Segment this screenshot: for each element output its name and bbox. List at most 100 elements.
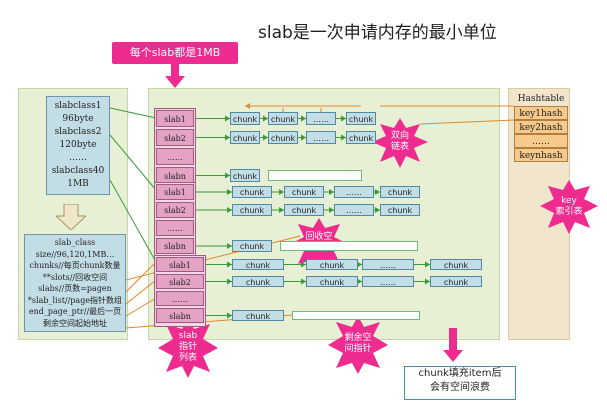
hashtable-key: key1hash: [514, 106, 568, 120]
burst-slab-ptr: [158, 318, 218, 378]
slab-page: slab2: [156, 274, 204, 289]
slab-class-field: *slab_list//page指针数组: [27, 295, 123, 305]
arrow-head: [227, 207, 232, 213]
slab-page: slabn: [156, 308, 204, 323]
chunk-block: ……: [334, 204, 374, 216]
arrow-head: [279, 189, 284, 195]
slabclass-list-item: slabclass1: [54, 101, 102, 111]
free-space-bar: [280, 241, 418, 251]
hashtable-key: ……: [514, 134, 568, 148]
chunk-block: chunk: [232, 276, 284, 287]
slab-list-pointer: [125, 279, 157, 305]
arrow-head: [375, 189, 380, 195]
arrow-head: [263, 115, 268, 122]
chunk-block: chunk: [346, 131, 376, 144]
arrow-head: [301, 134, 306, 141]
page-title: slab是一次申请内存的最小单位: [258, 23, 497, 43]
arrow-head: [245, 103, 250, 109]
arrow-head: [357, 278, 362, 285]
class-to-slab-link: [109, 134, 157, 191]
slots-pointer: [125, 235, 301, 281]
chunk-block: chunk: [230, 169, 260, 182]
arrow-head: [341, 134, 346, 141]
chunk-block: chunk: [430, 276, 482, 287]
chunk-block: ……: [334, 186, 374, 198]
chunk-block: chunk: [306, 276, 358, 287]
slab-class-field: slabs//页数=pagen: [38, 284, 112, 293]
chunk-block: chunk: [346, 112, 376, 125]
chunk-block: chunk: [430, 259, 482, 270]
chunk-block: chunk: [284, 204, 324, 216]
slab-class-field: **slots//回收空间: [42, 272, 108, 282]
slab-class-field: 剩余空间起始地址: [43, 318, 107, 328]
slab-class-field: chunks//每页chunk数量: [29, 261, 121, 270]
arrow-head: [227, 278, 232, 285]
slabclass-list-item: slabclass2: [54, 127, 102, 137]
burst-slab-ptr-label: slab 指针 列表: [178, 331, 198, 363]
arrow-head: [357, 261, 362, 268]
chunk-block: chunk: [284, 186, 324, 198]
slab-class-field: slab_class: [54, 238, 96, 247]
chunk-block: chunk: [232, 186, 272, 198]
slab-page: slab1: [156, 110, 194, 127]
slab-page: slab2: [156, 202, 194, 218]
arrow-head: [227, 189, 232, 195]
chunk-block: ……: [362, 276, 414, 287]
arrow-head: [227, 261, 232, 268]
chunk-block: ……: [306, 112, 336, 125]
slab-list-pointer: [125, 297, 157, 317]
arrow-head: [341, 115, 346, 122]
hash-link: [419, 119, 515, 125]
arrow-head: [425, 278, 430, 285]
arrow-head: [301, 115, 306, 122]
arrow-head: [329, 189, 334, 195]
arrow-head: [279, 207, 284, 213]
chunk-block: chunk: [232, 310, 284, 321]
chunk-block: ……: [362, 259, 414, 270]
burst-remaining-label: 剩余空 间指针: [344, 333, 372, 354]
burst-key-index-label: key 索引表: [555, 196, 583, 217]
slab-page: ……: [156, 220, 194, 236]
slabclass-list-box: [46, 96, 110, 195]
burst-doubly-linked-label: 双向 链表: [390, 131, 409, 152]
slab-class-struct-box: [24, 234, 126, 332]
chunk-block: chunk: [380, 186, 420, 198]
arrow-head: [225, 134, 230, 141]
slab-page: ……: [156, 148, 194, 165]
chunk-block: chunk: [230, 112, 260, 125]
slabclass-list-item: ……: [69, 153, 87, 163]
burst-remaining: [328, 316, 388, 374]
slab-class-field: size//96,120,1MB…: [35, 249, 115, 259]
chunk-block: chunk: [232, 204, 272, 216]
hashtable-key: key2hash: [514, 120, 568, 134]
arrow-head: [225, 115, 230, 122]
slab-page: slabn: [156, 238, 194, 254]
slabclass-list-item: 96byte: [62, 114, 94, 124]
hashtable-key: keynhash: [514, 148, 568, 162]
slab-page: slab2: [156, 129, 194, 146]
arrow-head: [225, 172, 230, 179]
slab-page: ……: [156, 291, 204, 306]
chunk-block: ……: [306, 131, 336, 144]
arrow-head: [263, 134, 268, 141]
chunk-block: chunk: [232, 259, 284, 270]
free-space-bar: [292, 311, 420, 320]
chunk-block: chunk: [230, 131, 260, 144]
slabclass-list-item: 120byte: [59, 140, 97, 150]
slab-class-field: end_page_ptr//最后一页: [28, 307, 122, 316]
down-arrow-icon: [56, 204, 86, 230]
class-to-slab-link: [109, 179, 157, 263]
chunk-block: chunk: [268, 112, 298, 125]
slab-page: slab1: [156, 257, 204, 272]
arrow-head: [301, 278, 306, 285]
class-to-slab-link: [109, 107, 157, 119]
arrow-head: [301, 261, 306, 268]
arrow-head: [329, 207, 334, 213]
bottom-arrow-icon: [443, 328, 463, 362]
hashtable-title: Hashtable: [517, 94, 565, 104]
chunk-block: chunk: [268, 131, 298, 144]
arrow-head: [227, 243, 232, 249]
callout-arrow: [165, 64, 185, 88]
slab-pages-panel: [148, 88, 500, 340]
slabclass-list-item: slabclass40: [51, 166, 105, 176]
